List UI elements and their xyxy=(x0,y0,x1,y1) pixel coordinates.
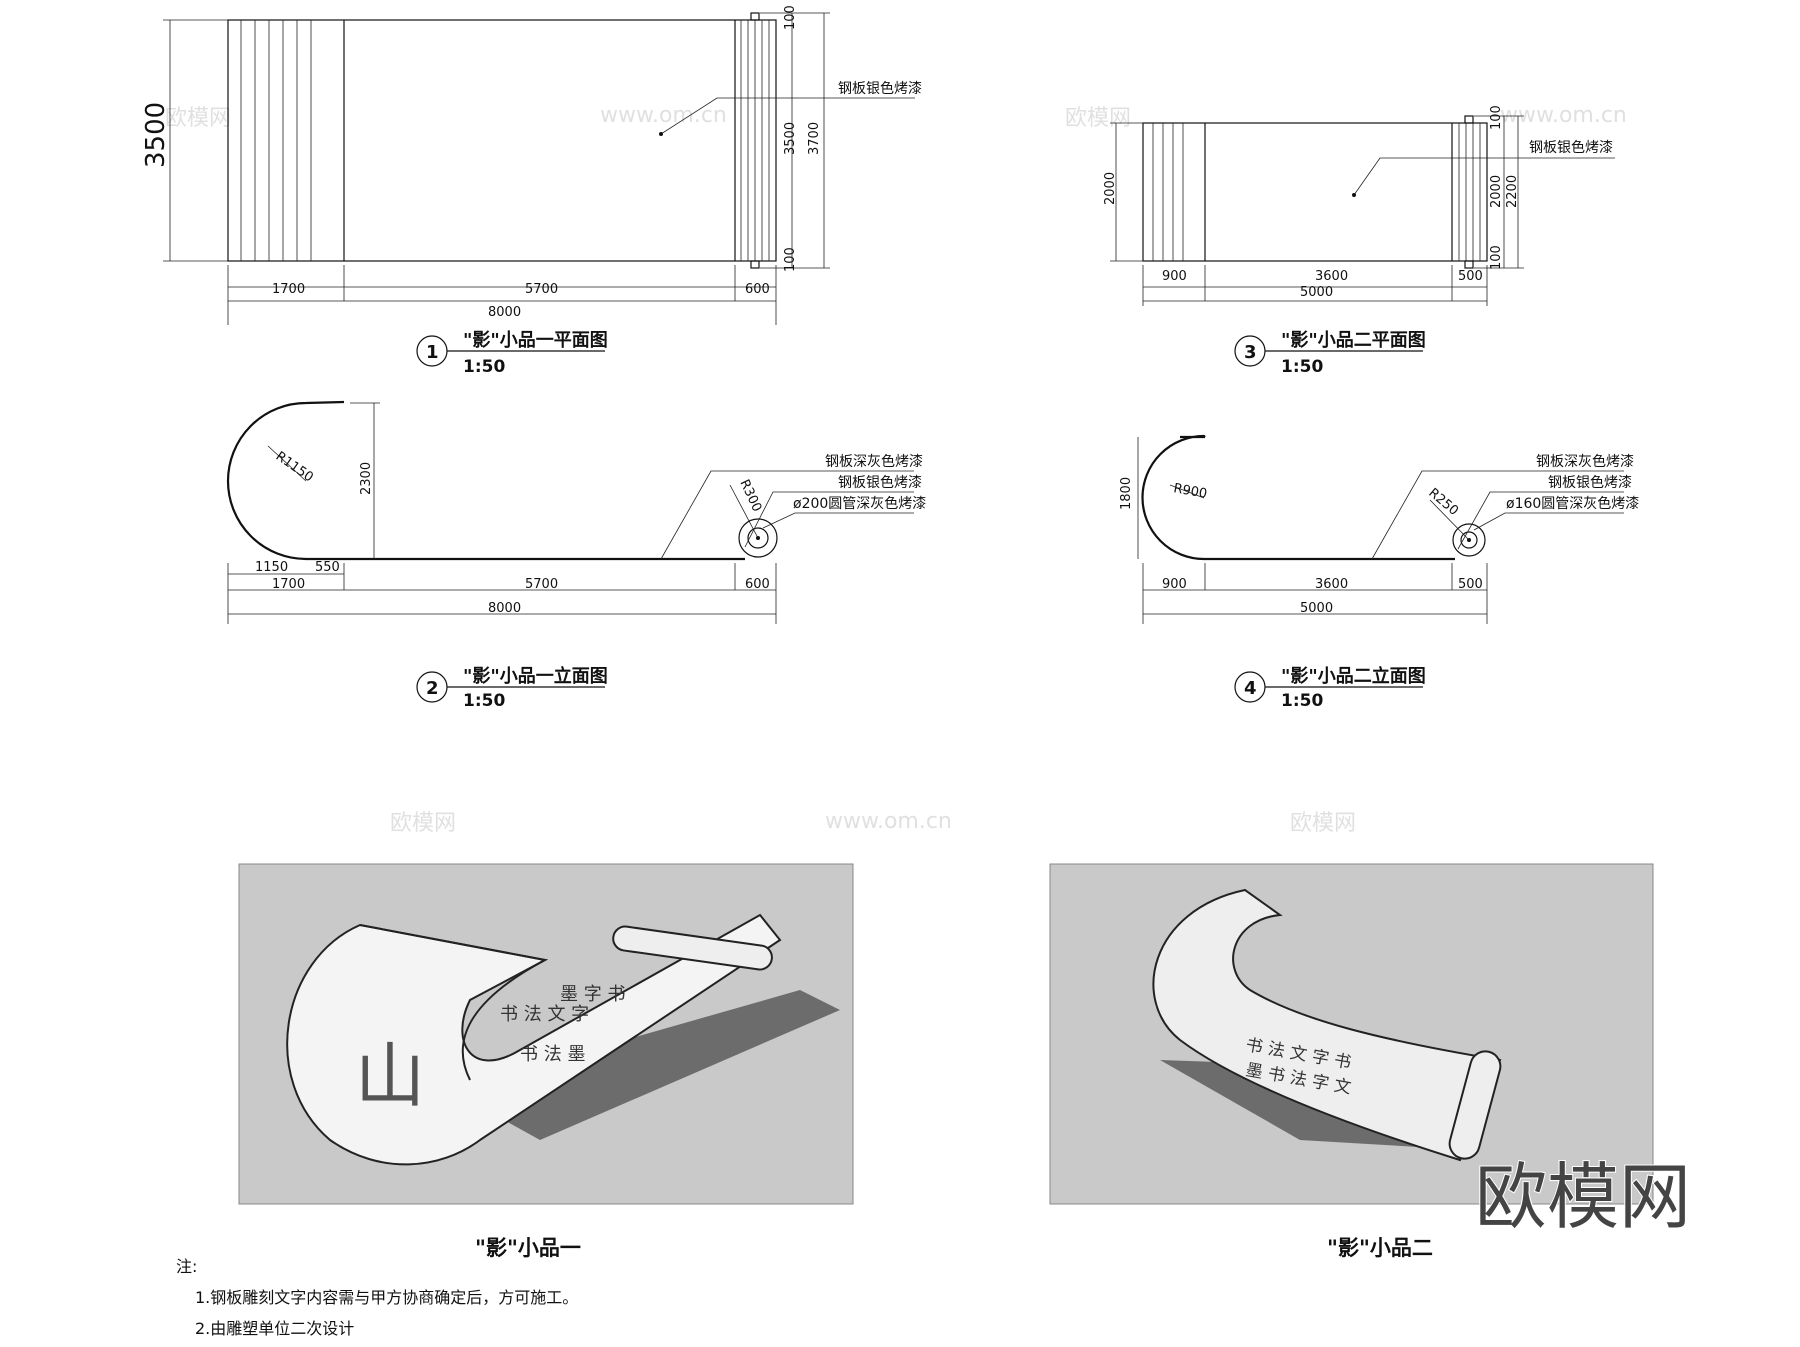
note-item: 1.钢板雕刻文字内容需与甲方协商确定后，方可施工。 xyxy=(195,1288,578,1307)
dim-r-mid: 2000 xyxy=(1489,175,1504,208)
notes-heading: 注: xyxy=(176,1257,197,1276)
dim-a: 1150 xyxy=(255,560,288,575)
watermark-text: 欧模网 xyxy=(1290,811,1356,836)
dim-r-top: 100 xyxy=(1489,105,1504,130)
dim-seg3: 500 xyxy=(1458,269,1483,284)
watermark-text: www.om.cn xyxy=(1500,103,1627,128)
dim-seg1: 900 xyxy=(1162,269,1187,284)
material-label: 钢板银色烤漆 xyxy=(838,80,922,97)
render-1: 山 书 法 文 字墨 字 书书 法 墨 xyxy=(238,863,854,1205)
render-caption: "影"小品一 xyxy=(475,1236,581,1260)
dim-seg2: 5700 xyxy=(525,282,558,297)
dim-total: 8000 xyxy=(488,601,521,616)
svg-text:墨 字 书: 墨 字 书 xyxy=(560,984,625,1005)
dim-seg2: 5700 xyxy=(525,577,558,592)
dim-total: 8000 xyxy=(488,305,521,320)
watermark-text: 欧模网 xyxy=(1065,106,1131,131)
view-scale: 1:50 xyxy=(463,691,505,711)
title-number: 1 xyxy=(426,342,439,363)
view-title: "影"小品二平面图 xyxy=(1281,330,1426,351)
material-label: 钢板银色烤漆 xyxy=(838,474,922,491)
dim-radius: R1150 xyxy=(273,449,316,485)
dim-seg2: 3600 xyxy=(1315,577,1348,592)
dim-seg1: 900 xyxy=(1162,577,1187,592)
render-caption: "影"小品二 xyxy=(1327,1236,1433,1260)
title-number: 2 xyxy=(426,678,439,699)
dim-seg1: 1700 xyxy=(272,577,305,592)
material-label: ø160圆管深灰色烤漆 xyxy=(1506,495,1639,512)
dim-height: 3500 xyxy=(141,102,171,168)
dim-height: 2300 xyxy=(359,462,374,495)
title-number: 3 xyxy=(1244,342,1257,363)
view-scale: 1:50 xyxy=(463,357,505,377)
dim-seg1: 1700 xyxy=(272,282,305,297)
elevation-2: R1150 2300 R300 钢板深灰色烤漆 钢板银色烤漆 ø200圆管深灰色… xyxy=(226,400,926,711)
dim-r-mid: 3500 xyxy=(783,122,798,155)
dim-r-bot: 100 xyxy=(783,247,798,272)
dim-total: 5000 xyxy=(1300,601,1333,616)
watermark-text: www.om.cn xyxy=(825,809,952,834)
dim-total: 5000 xyxy=(1300,285,1333,300)
svg-text:书 法 墨: 书 法 墨 xyxy=(520,1044,585,1065)
watermark-text: 欧模网 xyxy=(390,811,456,836)
dim-r-all: 3700 xyxy=(807,122,822,155)
dim-b: 550 xyxy=(315,560,340,575)
dim-seg2: 3600 xyxy=(1315,269,1348,284)
material-label: 钢板银色烤漆 xyxy=(1529,139,1613,156)
watermark-text: www.om.cn xyxy=(600,103,727,128)
dim-r-top: 100 xyxy=(783,5,798,30)
dim-roll-radius: R300 xyxy=(736,477,764,514)
dim-r-all: 2200 xyxy=(1505,175,1520,208)
view-scale: 1:50 xyxy=(1281,357,1323,377)
watermarks: 欧模网 www.om.cn 欧模网 www.om.cn 欧模网 www.om.c… xyxy=(165,103,1627,836)
watermark-text: 欧模网 xyxy=(165,106,231,131)
material-label: 钢板深灰色烤漆 xyxy=(825,453,923,470)
carved-glyph: 山 xyxy=(355,1035,425,1117)
view-title: "影"小品一立面图 xyxy=(463,665,608,687)
dim-seg3: 600 xyxy=(745,282,770,297)
material-label: 钢板银色烤漆 xyxy=(1548,474,1632,491)
plan-3: 2000 900 3600 500 5000 100 2000 2200 100… xyxy=(1103,105,1615,377)
dim-r-bot: 100 xyxy=(1489,245,1504,270)
dim-seg3: 500 xyxy=(1458,577,1483,592)
title-number: 4 xyxy=(1244,678,1257,699)
plan-1: 3500 1700 5700 600 8000 100 3500 3700 10… xyxy=(141,5,922,377)
dim-seg3: 600 xyxy=(745,577,770,592)
material-label: ø200圆管深灰色烤漆 xyxy=(793,495,926,512)
dim-height: 2000 xyxy=(1103,172,1118,205)
view-title: "影"小品一平面图 xyxy=(463,330,608,351)
material-label: 钢板深灰色烤漆 xyxy=(1536,453,1634,470)
notes: 注: 1.钢板雕刻文字内容需与甲方协商确定后，方可施工。 2.由雕塑单位二次设计 xyxy=(176,1257,578,1338)
view-scale: 1:50 xyxy=(1281,691,1323,711)
dim-radius: R900 xyxy=(1172,481,1208,502)
elevation-4: R900 1800 R250 钢板深灰色烤漆 钢板银色烤漆 ø160圆管深灰色烤… xyxy=(1119,434,1639,711)
render-2: 书 法 文 字 书墨 书 法 字 文 xyxy=(1049,863,1654,1205)
note-item: 2.由雕塑单位二次设计 xyxy=(195,1319,354,1338)
watermark-logo: 欧模网 xyxy=(1475,1155,1691,1239)
view-title: "影"小品二立面图 xyxy=(1281,665,1426,687)
dim-height: 1800 xyxy=(1119,477,1134,510)
svg-text:书 法 文 字: 书 法 文 字 xyxy=(500,1004,589,1025)
